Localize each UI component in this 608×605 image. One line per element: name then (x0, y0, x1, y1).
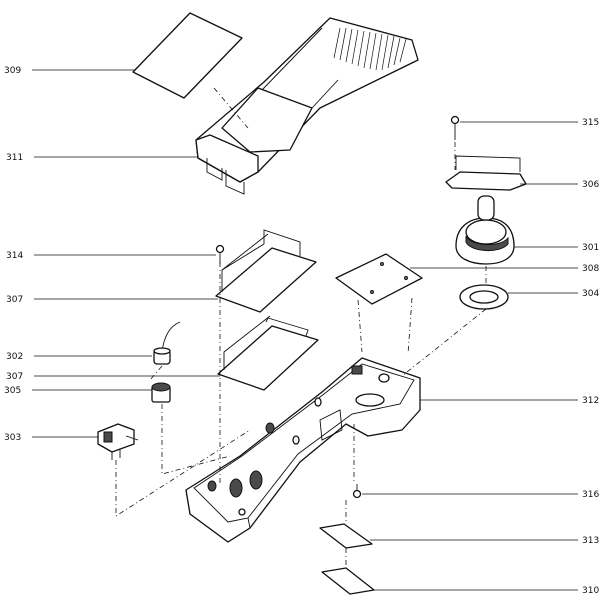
part-315-screw (450, 115, 460, 140)
part-314-screw (215, 244, 225, 264)
part-310-base-pad (321, 567, 375, 595)
callout-308: 308 (582, 264, 599, 274)
part-316-screw (352, 484, 362, 499)
part-308-circuit-board (335, 253, 423, 305)
callout-315: 315 (582, 118, 599, 128)
callout-303: 303 (4, 433, 21, 443)
part-307-lower-shield (217, 315, 319, 391)
part-301-receiver (455, 195, 515, 265)
callout-309: 309 (4, 66, 21, 76)
part-302-capsule (153, 321, 181, 365)
callout-314: 314 (6, 251, 23, 261)
callout-311: 311 (6, 153, 23, 163)
callout-304: 304 (582, 289, 599, 299)
callout-301: 301 (582, 243, 599, 253)
part-303-connector (97, 423, 139, 460)
callout-313: 313 (582, 536, 599, 546)
part-305-transmitter (151, 382, 171, 403)
part-306-bracket (445, 155, 527, 191)
callout-labels: 309 311 314 307 302 307 305 303 315 306 … (4, 66, 599, 596)
assembly-axis-lines (115, 142, 487, 568)
callout-302: 302 (6, 352, 23, 362)
part-312-base-housing (185, 357, 421, 543)
leader-lines (32, 69, 578, 591)
callout-307-upper: 307 (6, 295, 23, 305)
part-311-grip-hatching (333, 27, 407, 71)
callout-307-lower: 307 (6, 372, 23, 382)
callout-312: 312 (582, 396, 599, 406)
part-307-upper-shield (215, 229, 317, 313)
part-309-label-card (132, 12, 243, 99)
callout-306: 306 (582, 180, 599, 190)
callout-305: 305 (4, 386, 21, 396)
part-311-top-cover (195, 17, 419, 195)
callout-316: 316 (582, 490, 599, 500)
part-304-ring (459, 284, 509, 310)
callout-310: 310 (582, 586, 599, 596)
part-313-foot-pad (319, 523, 373, 549)
part-312-internal-posts (207, 365, 390, 516)
